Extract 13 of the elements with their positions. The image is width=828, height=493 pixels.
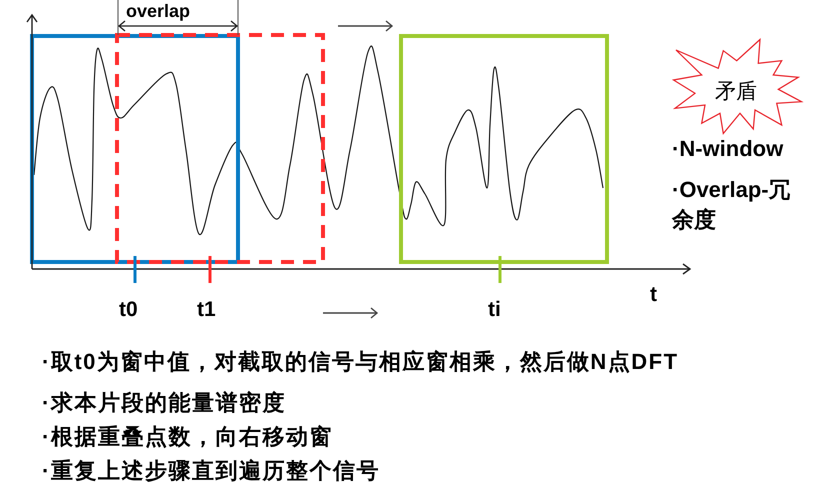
- tick-label: t0: [119, 299, 138, 321]
- axis-label: t: [650, 284, 657, 306]
- callout-text: 矛盾: [715, 80, 757, 104]
- bullet-text: ·取t0为窗中值，对截取的信号与相应窗相乘，然后做N点DFT: [42, 349, 679, 375]
- starburst-shape: [673, 39, 802, 134]
- bullet-text: ·求本片段的能量谱密度: [42, 390, 286, 416]
- note-text: ·Overlap-冗余度: [672, 176, 792, 234]
- dimension-label: overlap: [126, 1, 190, 21]
- bullet-text: ·根据重叠点数，向右移动窗: [42, 424, 333, 450]
- bullet-text: ·重复上述步骤直到遍历整个信号: [42, 458, 380, 484]
- note-text: ·N-window: [672, 135, 784, 163]
- tick-label: t1: [197, 299, 216, 321]
- tick-label: ti: [488, 299, 501, 321]
